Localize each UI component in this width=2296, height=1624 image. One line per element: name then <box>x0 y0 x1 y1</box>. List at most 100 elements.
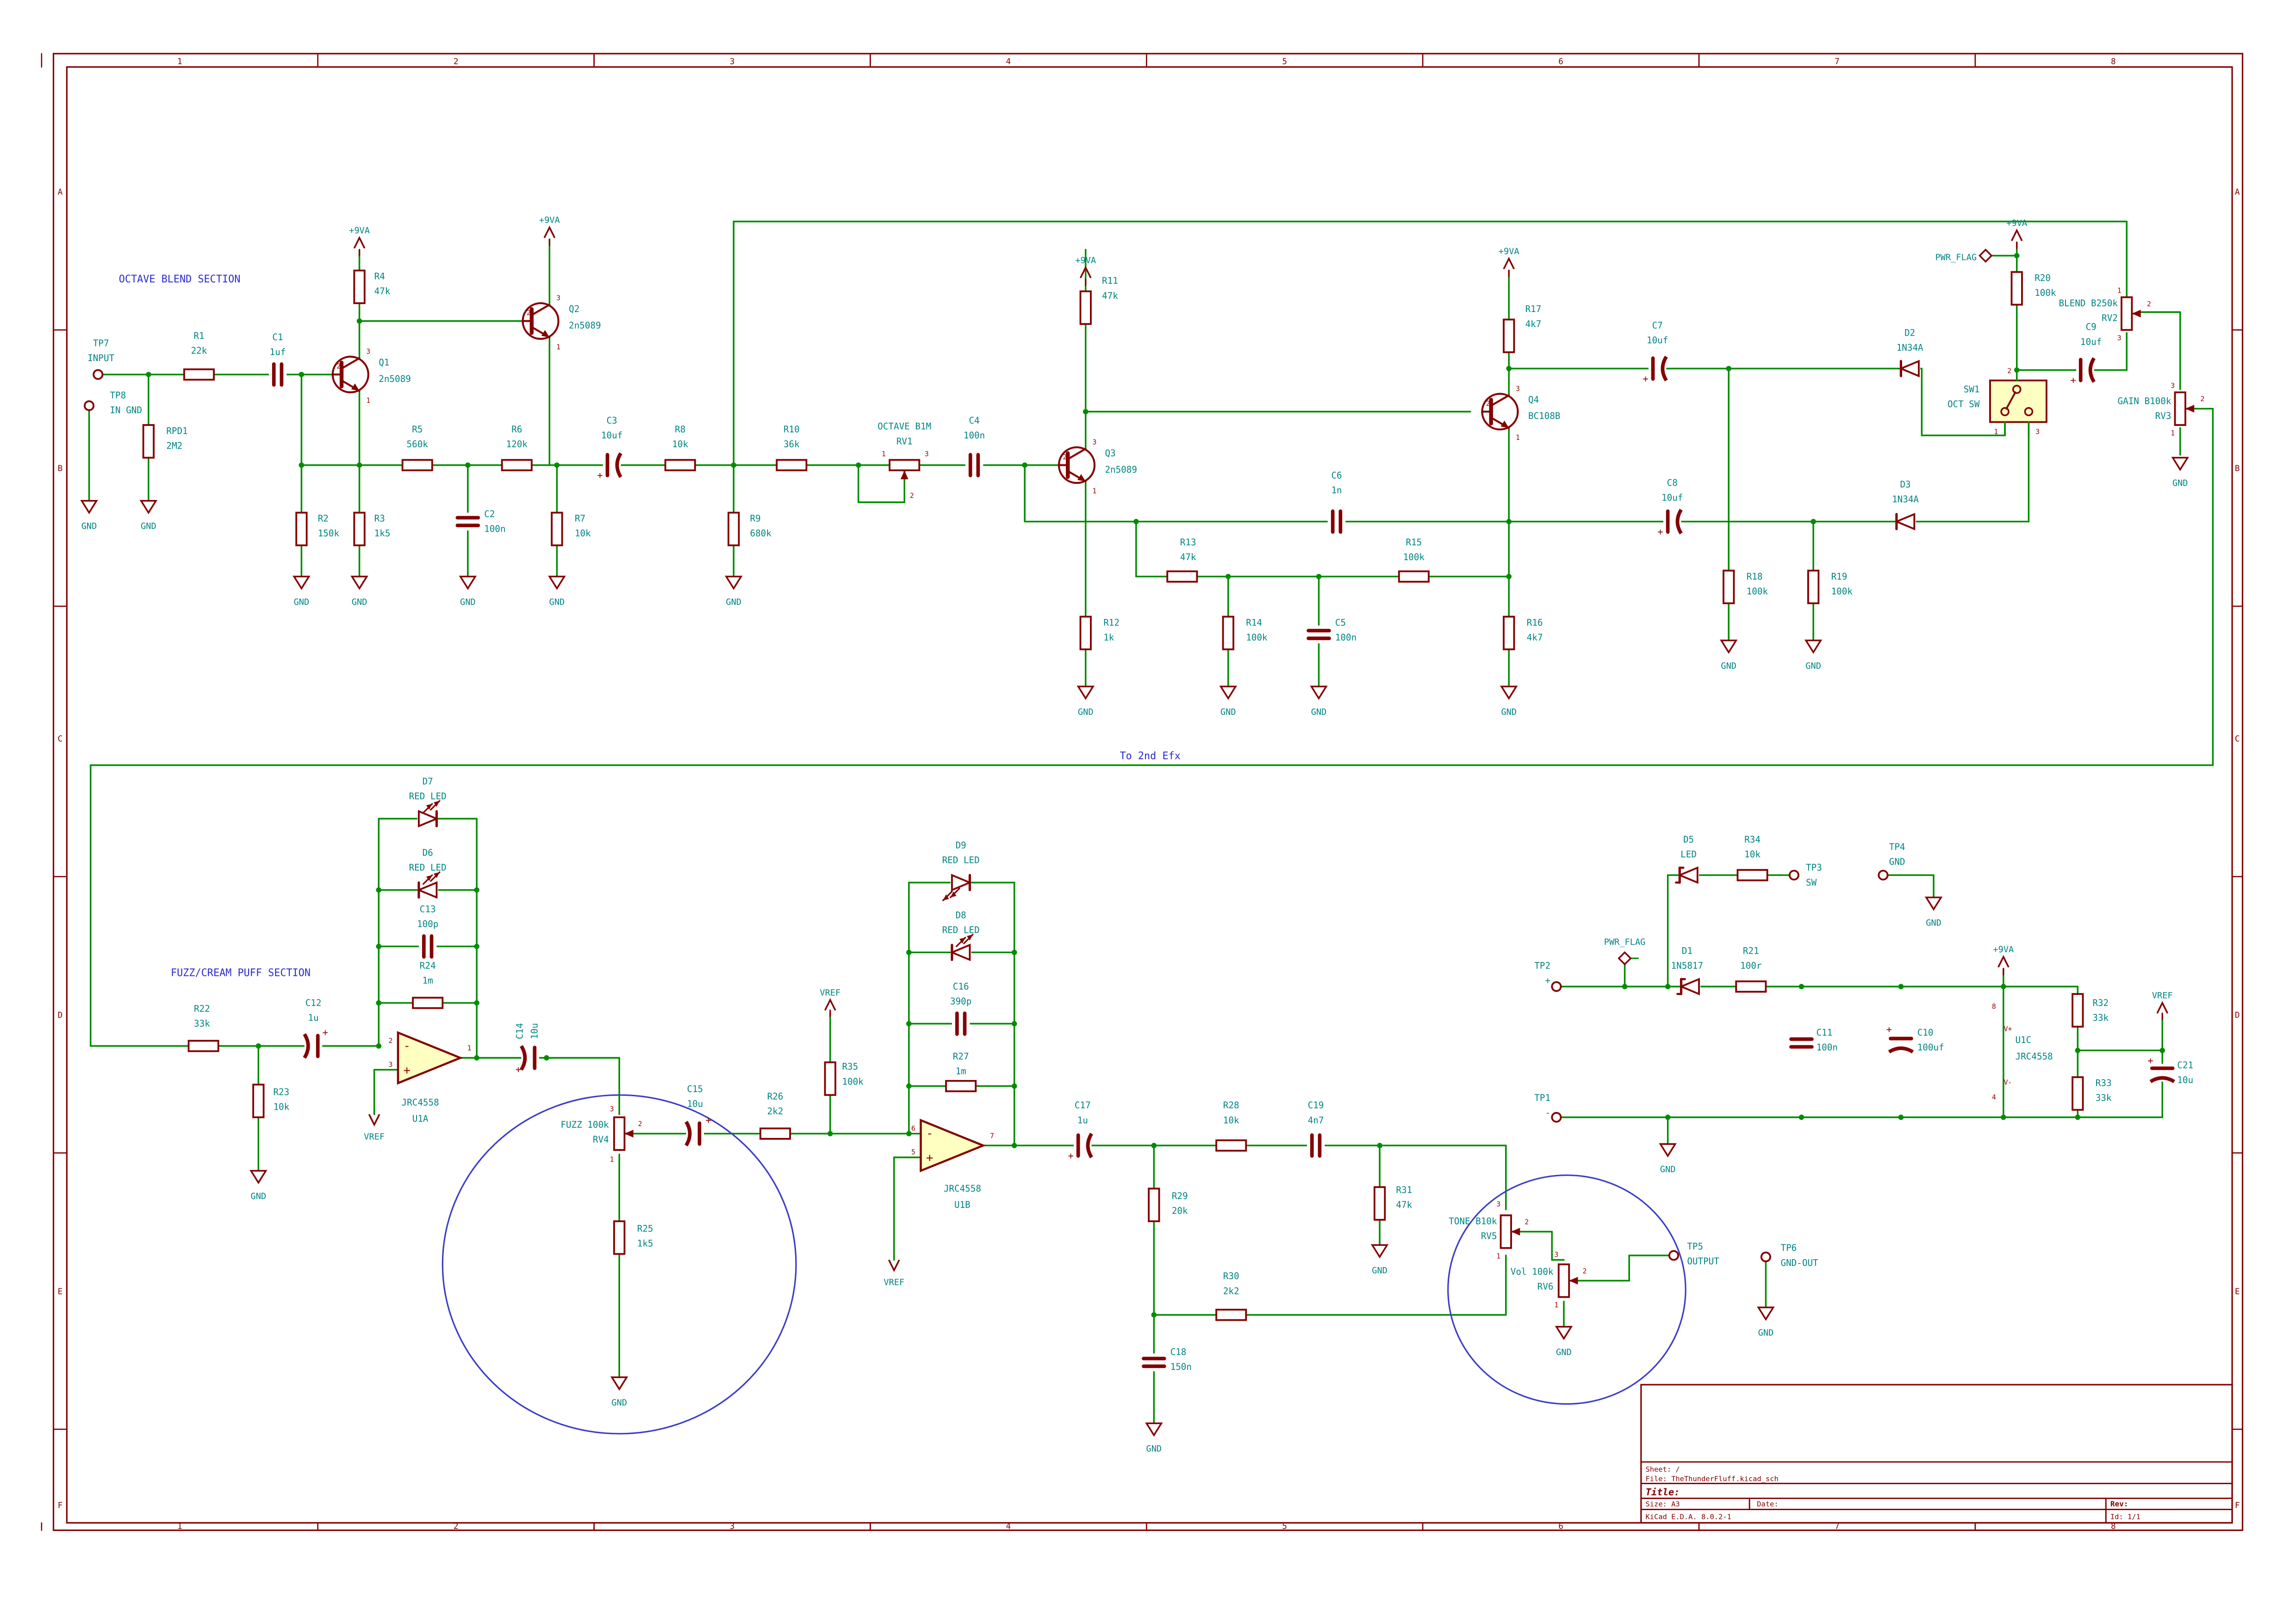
resistor-R10[interactable] <box>776 459 808 471</box>
resistor-R2[interactable] <box>295 512 308 546</box>
capacitor-C8[interactable] <box>1675 508 1683 535</box>
label: 2 <box>1486 400 1490 407</box>
resistor-R7[interactable] <box>551 512 563 546</box>
resistor-R19[interactable] <box>1807 569 1820 605</box>
resistor-R8[interactable] <box>664 459 696 471</box>
label: R4 <box>374 271 385 282</box>
resistor-R3[interactable] <box>353 512 366 546</box>
testpoint-TP8[interactable] <box>83 400 95 411</box>
capacitor-C15[interactable] <box>684 1121 692 1147</box>
potentiometer-RV2[interactable] <box>2121 296 2133 331</box>
led-D8[interactable] <box>949 943 971 962</box>
resistor-R20[interactable] <box>2010 271 2023 306</box>
resistor-R24[interactable] <box>412 997 444 1009</box>
potentiometer-RV4[interactable] <box>613 1116 626 1151</box>
label: R16 <box>1527 617 1543 628</box>
resistor-R22[interactable] <box>187 1040 219 1052</box>
label: 4 <box>1992 1093 1996 1101</box>
testpoint-TP1[interactable] <box>1551 1112 1562 1123</box>
resistor-R6[interactable] <box>501 459 533 471</box>
resistor-R17[interactable] <box>1503 319 1515 353</box>
resistor-R11[interactable] <box>1079 290 1092 325</box>
diode-D1[interactable] <box>1679 978 1700 995</box>
junction <box>2075 1114 2081 1120</box>
potentiometer-RV6[interactable] <box>1557 1263 1570 1298</box>
resistor-R30[interactable] <box>1215 1309 1247 1321</box>
resistor-R1[interactable] <box>183 368 215 381</box>
resistor-R26[interactable] <box>759 1127 791 1140</box>
capacitor-C3[interactable] <box>615 452 622 478</box>
label: 10k <box>1223 1115 1239 1125</box>
testpoint-TP2[interactable] <box>1551 981 1562 992</box>
diode-D5[interactable] <box>1677 866 1699 884</box>
potentiometer-RV3[interactable] <box>2174 391 2186 426</box>
resistor-R18[interactable] <box>1723 569 1735 605</box>
testpoint-TP4[interactable] <box>1878 869 1889 881</box>
switch-SW1[interactable] <box>1989 379 2047 423</box>
label: VREF <box>364 1132 385 1142</box>
resistor-R23[interactable] <box>252 1083 265 1118</box>
resistor-R16[interactable] <box>1503 616 1515 650</box>
label: FUZZ/CREAM PUFF SECTION <box>171 968 311 979</box>
diode-D3[interactable] <box>1894 512 1916 531</box>
label: 150k <box>318 528 340 539</box>
label: 2 <box>2147 300 2151 308</box>
capacitor-C14[interactable] <box>519 1045 527 1071</box>
gnd-icon <box>724 575 743 590</box>
label: GND <box>549 597 565 607</box>
resistor-R32[interactable] <box>2072 993 2084 1028</box>
label: 2k2 <box>767 1106 784 1117</box>
junction <box>1011 1021 1017 1027</box>
diode-D2[interactable] <box>1898 360 1920 378</box>
led-D6[interactable] <box>416 881 438 899</box>
potentiometer-RV5[interactable] <box>1500 1214 1512 1249</box>
testpoint-TP6[interactable] <box>1760 1251 1771 1262</box>
capacitor-C7[interactable] <box>1661 356 1668 381</box>
resistor-R5[interactable] <box>401 459 433 471</box>
junction <box>1011 1083 1017 1089</box>
gnd-icon <box>80 500 98 514</box>
testpoint-TP3[interactable] <box>1788 869 1799 881</box>
switch-pin1[interactable] <box>2000 407 2010 416</box>
capacitor-C17[interactable] <box>1086 1132 1093 1159</box>
mask <box>1788 1034 1815 1052</box>
label: RV3 <box>2155 411 2172 421</box>
testpoint-TP5[interactable] <box>1668 1250 1680 1261</box>
testpoint-TP7[interactable] <box>93 369 104 380</box>
capacitor-C10[interactable] <box>1888 1046 1914 1054</box>
resistor-RPD1[interactable] <box>142 424 155 459</box>
led-D9[interactable] <box>951 874 972 892</box>
resistor-R25[interactable] <box>613 1220 626 1255</box>
resistor-R28[interactable] <box>1215 1139 1247 1152</box>
label: VREF <box>884 1278 904 1287</box>
resistor-R35[interactable] <box>824 1061 836 1096</box>
opamp-U1A[interactable] <box>397 1031 463 1085</box>
capacitor-C9[interactable] <box>2088 357 2096 383</box>
resistor-R27[interactable] <box>945 1080 977 1093</box>
resistor-R29[interactable] <box>1148 1187 1160 1222</box>
switch-pin3[interactable] <box>2024 407 2034 416</box>
resistor-R15[interactable] <box>1398 570 1430 583</box>
resistor-R13[interactable] <box>1166 570 1198 583</box>
opamp-U1B[interactable] <box>920 1118 986 1173</box>
label: 3 <box>1516 385 1520 393</box>
pwr-flag-icon <box>1979 248 1993 263</box>
label: GND <box>1805 661 1821 671</box>
switch-pin2[interactable] <box>2012 385 2022 394</box>
resistor-R21[interactable] <box>1735 980 1767 993</box>
led-D7[interactable] <box>417 810 439 828</box>
resistor-R34[interactable] <box>1736 869 1768 881</box>
resistor-R31[interactable] <box>1373 1186 1386 1221</box>
resistor-R4[interactable] <box>353 269 366 304</box>
resistor-R9[interactable] <box>728 512 740 546</box>
potentiometer-RV1[interactable] <box>889 459 921 471</box>
capacitor-C21[interactable] <box>2149 1076 2175 1083</box>
resistor-R14[interactable] <box>1222 616 1234 650</box>
label: C18 <box>1170 1347 1187 1357</box>
label: BLEND B250k <box>2059 298 2118 308</box>
label: JRC4558 <box>402 1097 439 1108</box>
resistor-R12[interactable] <box>1079 616 1092 650</box>
resistor-R33[interactable] <box>2072 1076 2084 1111</box>
capacitor-C12[interactable] <box>303 1033 310 1059</box>
label: + <box>2147 1055 2153 1066</box>
